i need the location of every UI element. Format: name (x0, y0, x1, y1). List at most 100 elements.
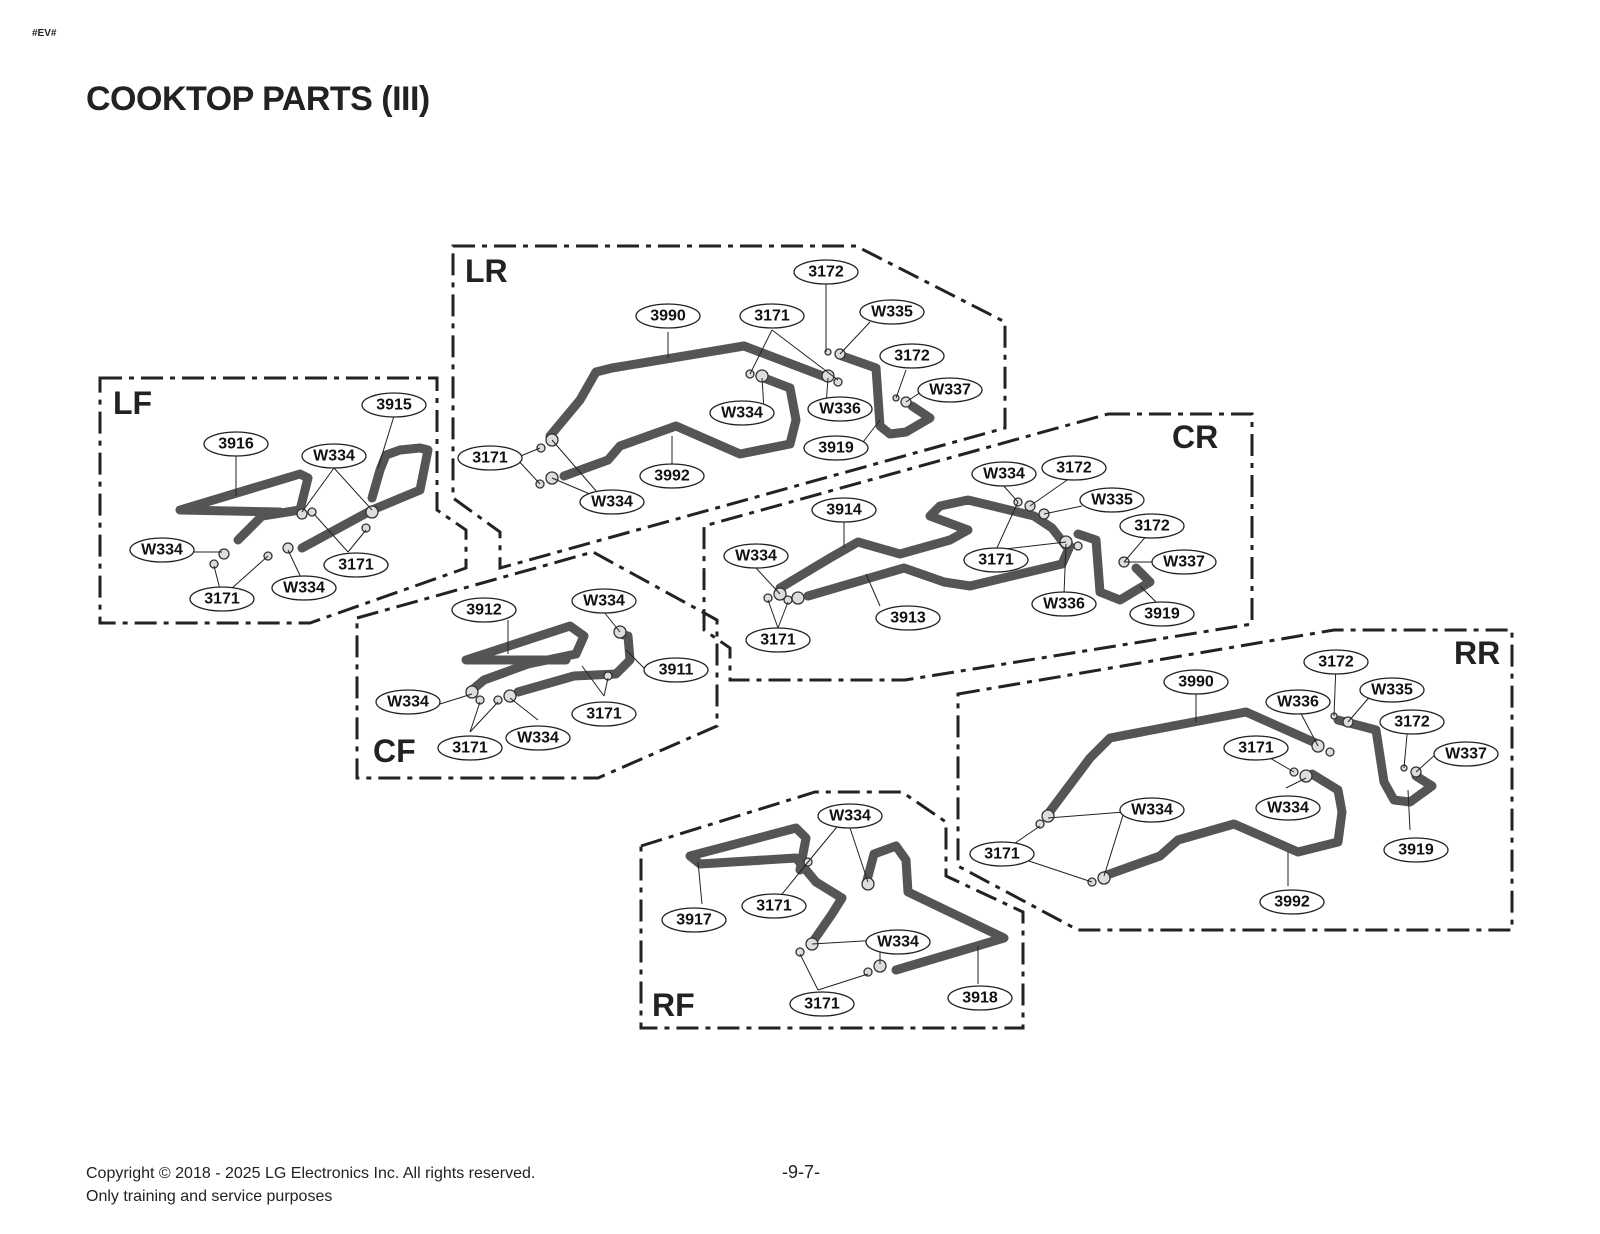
svg-text:W334: W334 (387, 694, 429, 711)
callout-lr-3919: 3919 (803, 435, 869, 461)
zone-cr-boundary (702, 412, 1254, 682)
svg-text:W334: W334 (877, 934, 919, 951)
svg-text:W337: W337 (929, 382, 971, 399)
svg-text:3919: 3919 (1144, 606, 1180, 623)
svg-text:3171: 3171 (978, 552, 1014, 569)
page-title: COOKTOP PARTS (III) (86, 80, 430, 118)
zone-lr-boundary (451, 244, 1007, 570)
svg-text:W335: W335 (1371, 682, 1413, 699)
svg-text:W334: W334 (735, 548, 777, 565)
callout-cr-3171-a: 3171 (963, 547, 1029, 573)
svg-text:3171: 3171 (1238, 740, 1274, 757)
callout-lr-3172-b: 3172 (879, 343, 945, 369)
svg-text:W335: W335 (871, 304, 913, 321)
zone-boundaries (98, 244, 1514, 1030)
svg-text:3918: 3918 (962, 990, 998, 1007)
callout-lr-3992: 3992 (639, 463, 705, 489)
callout-cf-w334-a: W334 (571, 588, 637, 614)
zone-lf-boundary (98, 376, 468, 625)
callout-cf-w334-b: W334 (375, 689, 441, 715)
zone-cf-boundary (355, 550, 719, 780)
svg-text:3171: 3171 (472, 450, 508, 467)
svg-text:W337: W337 (1445, 746, 1487, 763)
zone-label-rf: RF (652, 987, 695, 1023)
callout-cf-3911: 3911 (643, 657, 709, 683)
svg-text:W334: W334 (517, 730, 559, 747)
svg-text:3171: 3171 (204, 591, 240, 608)
svg-text:W334: W334 (1267, 800, 1309, 817)
pipe-cf-3911 (513, 629, 635, 697)
callout-cr-3172-b: 3172 (1119, 513, 1185, 539)
pipe-rf-3918 (861, 841, 1009, 975)
svg-text:W334: W334 (1131, 802, 1173, 819)
callout-lr-w335: W335 (859, 299, 925, 325)
svg-text:W334: W334 (141, 542, 183, 559)
callout-cf-3912: 3912 (451, 597, 517, 623)
svg-text:3171: 3171 (756, 898, 792, 915)
svg-text:3912: 3912 (466, 602, 502, 619)
callout-cr-3172-a: 3172 (1041, 455, 1107, 481)
callout-lr-w334-b: W334 (579, 489, 645, 515)
pipe-lf-3916 (175, 469, 313, 545)
svg-text:W334: W334 (591, 494, 633, 511)
svg-text:3172: 3172 (1318, 654, 1354, 671)
callout-lf-w334-a: W334 (301, 443, 367, 469)
svg-text:3990: 3990 (1178, 674, 1214, 691)
zone-rf-boundary (639, 790, 1025, 1030)
svg-text:W334: W334 (721, 405, 763, 422)
svg-text:3919: 3919 (818, 440, 854, 457)
footer-note: Only training and service purposes (86, 1188, 333, 1205)
svg-text:W337: W337 (1163, 554, 1205, 571)
callout-lr-3172-a: 3172 (793, 259, 859, 285)
svg-text:W334: W334 (583, 593, 625, 610)
callout-rf-3171-b: 3171 (789, 991, 855, 1017)
callout-rr-w335: W335 (1359, 677, 1425, 703)
svg-text:3171: 3171 (804, 996, 840, 1013)
pipe-cr-3919 (1073, 529, 1155, 605)
pipe-cf-3912 (461, 621, 589, 695)
callout-rf-w334-b: W334 (865, 929, 931, 955)
svg-text:3911: 3911 (659, 662, 694, 679)
callout-cf-3171-a: 3171 (571, 701, 637, 727)
callout-rr-w337: W337 (1433, 741, 1499, 767)
zone-label-lr: LR (465, 253, 508, 289)
pipe-rr-3992 (1099, 769, 1347, 881)
callout-lr-w334-a: W334 (709, 400, 775, 426)
callout-cr-w334-a: W334 (971, 461, 1037, 487)
pipes (175, 341, 1437, 975)
svg-text:3916: 3916 (218, 436, 254, 453)
zone-label-lf: LF (113, 385, 152, 421)
callout-rf-w334-a: W334 (817, 803, 883, 829)
zone-label-cf: CF (373, 733, 416, 769)
callout-rf-3917: 3917 (661, 907, 727, 933)
svg-text:3172: 3172 (808, 264, 844, 281)
svg-text:3172: 3172 (894, 348, 930, 365)
zone-rr-boundary (956, 628, 1514, 932)
svg-text:3171: 3171 (754, 308, 790, 325)
callout-rf-3918: 3918 (947, 985, 1013, 1011)
svg-text:W334: W334 (983, 466, 1025, 483)
svg-text:3919: 3919 (1398, 842, 1434, 859)
svg-text:3915: 3915 (376, 397, 412, 414)
callout-lr-3171-a: 3171 (739, 303, 805, 329)
callout-rr-3171-a: 3171 (1223, 735, 1289, 761)
pipe-rr-3919 (1333, 715, 1437, 807)
callouts: 3915 3916 W334 W334 3171 W334 3171 3172 … (129, 259, 1499, 1017)
svg-text:3172: 3172 (1394, 714, 1430, 731)
svg-text:3990: 3990 (650, 308, 686, 325)
document-tag: #EV# (32, 28, 57, 39)
svg-text:W335: W335 (1091, 492, 1133, 509)
svg-text:3171: 3171 (984, 846, 1020, 863)
callout-lr-w337: W337 (917, 377, 983, 403)
pipe-lr-3992 (559, 373, 801, 481)
callout-lf-3916: 3916 (203, 431, 269, 457)
callout-lr-w336: W336 (807, 396, 873, 422)
callout-rr-w334-b: W334 (1255, 795, 1321, 821)
pipe-rr-3990 (1043, 707, 1323, 819)
callout-lf-3171-a: 3171 (323, 552, 389, 578)
svg-text:3913: 3913 (890, 610, 926, 627)
svg-text:W336: W336 (1043, 596, 1085, 613)
svg-text:W334: W334 (283, 580, 325, 597)
zone-label-rr: RR (1454, 635, 1500, 671)
